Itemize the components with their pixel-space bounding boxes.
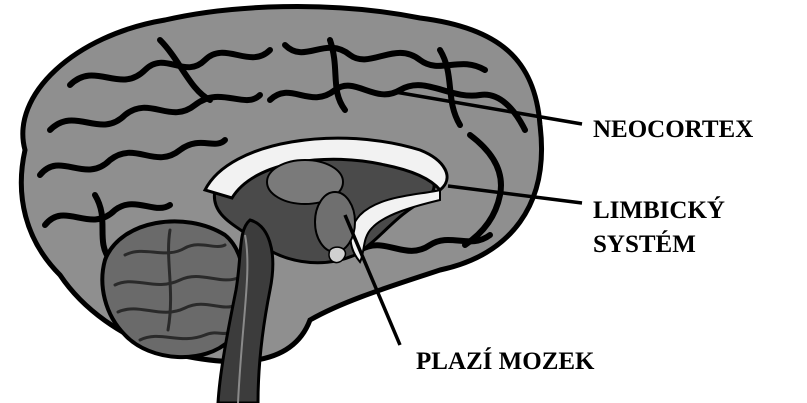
label-neocortex: NEOCORTEX xyxy=(593,116,753,143)
label-reptilian: PLAZÍ MOZEK xyxy=(416,347,595,375)
pituitary xyxy=(329,247,345,262)
label-limbic-line1: LIMBICKÝ xyxy=(593,196,725,224)
label-limbic-line2: SYSTÉM xyxy=(593,230,696,258)
